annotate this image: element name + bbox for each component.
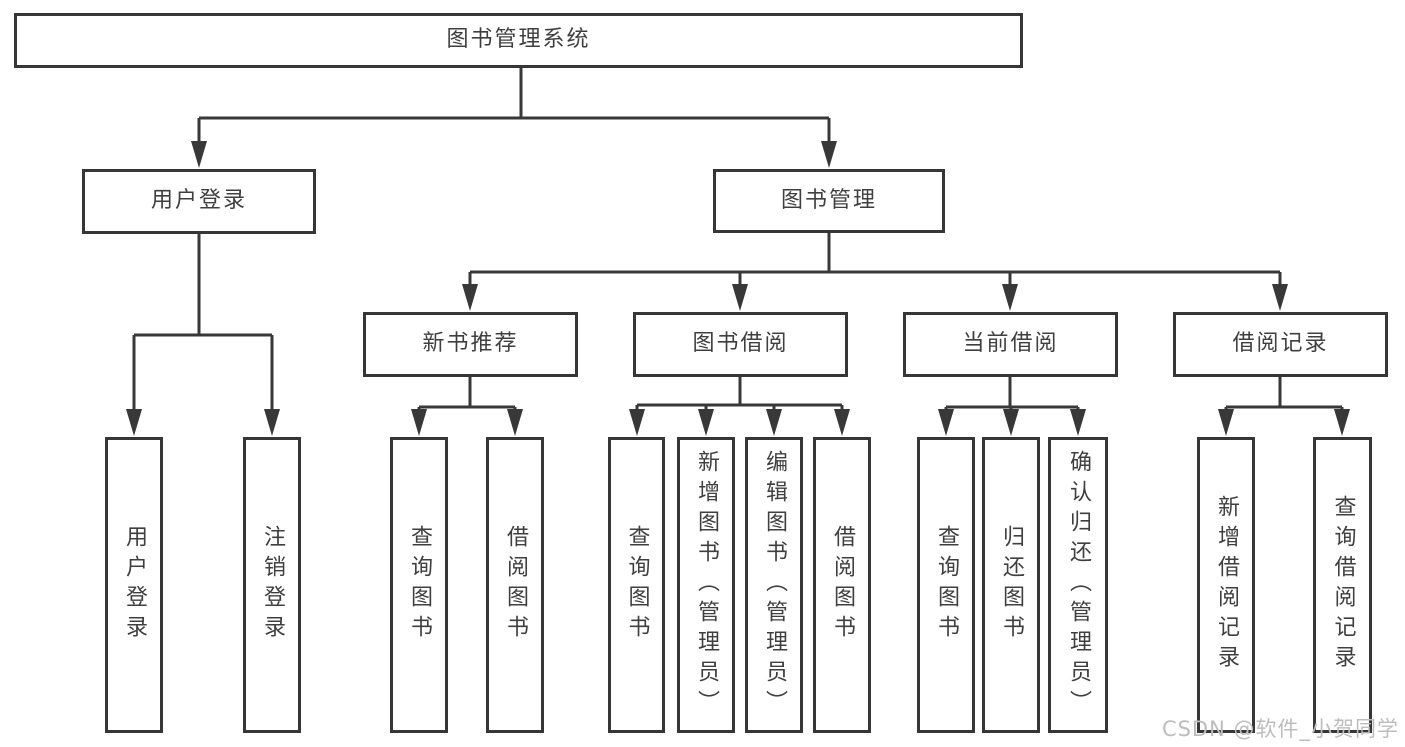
arrow-down-icon: [821, 141, 837, 168]
arrow-down-icon: [264, 409, 280, 436]
leaf-add-book-admin: 新增图书（管理员）: [677, 437, 735, 733]
arrow-down-icon: [732, 284, 748, 311]
node-root-label: 图书管理系统: [446, 27, 591, 53]
node-user-login-label: 用户登录: [150, 188, 247, 214]
edge-user-login-children: [132, 234, 274, 415]
node-book-management-label: 图书管理: [780, 187, 877, 213]
node-user-login: 用户登录: [82, 169, 316, 234]
leaf-return-book: 归还图书: [982, 437, 1040, 733]
arrow-down-icon: [1334, 409, 1350, 436]
node-book-management: 图书管理: [713, 169, 945, 233]
leaf-return-book-label: 归还图书: [999, 525, 1024, 645]
leaf-borrow-books-recommend-label: 借阅图书: [503, 525, 528, 645]
arrow-down-icon: [507, 409, 523, 436]
node-book-borrowing: 图书借阅: [633, 312, 848, 377]
arrow-down-icon: [1070, 409, 1086, 436]
arrow-down-icon: [462, 284, 478, 311]
edge-new-book-children: [417, 377, 517, 415]
arrow-down-icon: [938, 409, 954, 436]
arrow-down-icon: [1218, 409, 1234, 436]
leaf-query-books-recommend: 查询图书: [390, 437, 448, 733]
edge-book-mgmt-children: [468, 233, 1282, 290]
edge-borrow-records-children: [1224, 377, 1344, 415]
leaf-confirm-return-admin: 确认归还（管理员）: [1048, 437, 1108, 733]
leaf-query-borrow-record-label: 查询借阅记录: [1330, 495, 1356, 675]
leaf-add-book-admin-label: 新增图书（管理员）: [694, 450, 719, 720]
node-book-borrowing-label: 图书借阅: [692, 331, 789, 357]
arrow-down-icon: [629, 409, 645, 436]
leaf-logout-label: 注销登录: [260, 525, 285, 645]
arrow-down-icon: [1002, 284, 1018, 311]
leaf-query-books-borrow: 查询图书: [608, 437, 665, 733]
node-current-borrowing-label: 当前借阅: [962, 331, 1059, 357]
watermark: CSDN @软件_小贺同学: [1161, 717, 1399, 741]
leaf-logout: 注销登录: [243, 437, 301, 733]
leaf-query-books-current: 查询图书: [917, 437, 975, 733]
leaf-add-borrow-record-label: 新增借阅记录: [1214, 495, 1239, 675]
leaf-query-books-recommend-label: 查询图书: [407, 525, 432, 645]
leaf-borrow-books-recommend: 借阅图书: [486, 437, 544, 733]
arrowheads: [126, 141, 1350, 436]
arrow-down-icon: [191, 141, 207, 168]
edge-root-to-level2: [197, 68, 831, 150]
leaf-query-books-borrow-label: 查询图书: [624, 525, 650, 645]
node-borrowing-records-label: 借阅记录: [1232, 331, 1329, 357]
node-new-book-recommend: 新书推荐: [363, 312, 578, 377]
leaf-user-login: 用户登录: [105, 437, 163, 733]
arrow-down-icon: [766, 409, 782, 436]
arrow-down-icon: [411, 409, 427, 436]
leaf-edit-book-admin: 编辑图书（管理员）: [745, 437, 803, 733]
leaf-confirm-return-admin-label: 确认归还（管理员）: [1066, 450, 1091, 720]
arrow-down-icon: [698, 409, 714, 436]
arrow-down-icon: [1272, 284, 1288, 311]
arrow-down-icon: [1003, 409, 1019, 436]
leaf-borrow-books-2: 借阅图书: [813, 437, 871, 733]
leaf-edit-book-admin-label: 编辑图书（管理员）: [762, 450, 787, 720]
leaf-query-books-current-label: 查询图书: [934, 525, 959, 645]
node-root: 图书管理系统: [14, 13, 1023, 68]
leaf-query-borrow-record: 查询借阅记录: [1313, 437, 1372, 733]
leaf-borrow-books-2-label: 借阅图书: [830, 525, 855, 645]
arrow-down-icon: [126, 409, 142, 436]
leaf-add-borrow-record: 新增借阅记录: [1197, 437, 1255, 733]
arrow-down-icon: [834, 409, 850, 436]
node-new-book-recommend-label: 新书推荐: [422, 331, 519, 357]
leaf-user-login-label: 用户登录: [122, 525, 147, 645]
node-borrowing-records: 借阅记录: [1173, 312, 1388, 377]
node-current-borrowing: 当前借阅: [903, 312, 1118, 377]
edge-book-borrow-children: [635, 377, 844, 415]
